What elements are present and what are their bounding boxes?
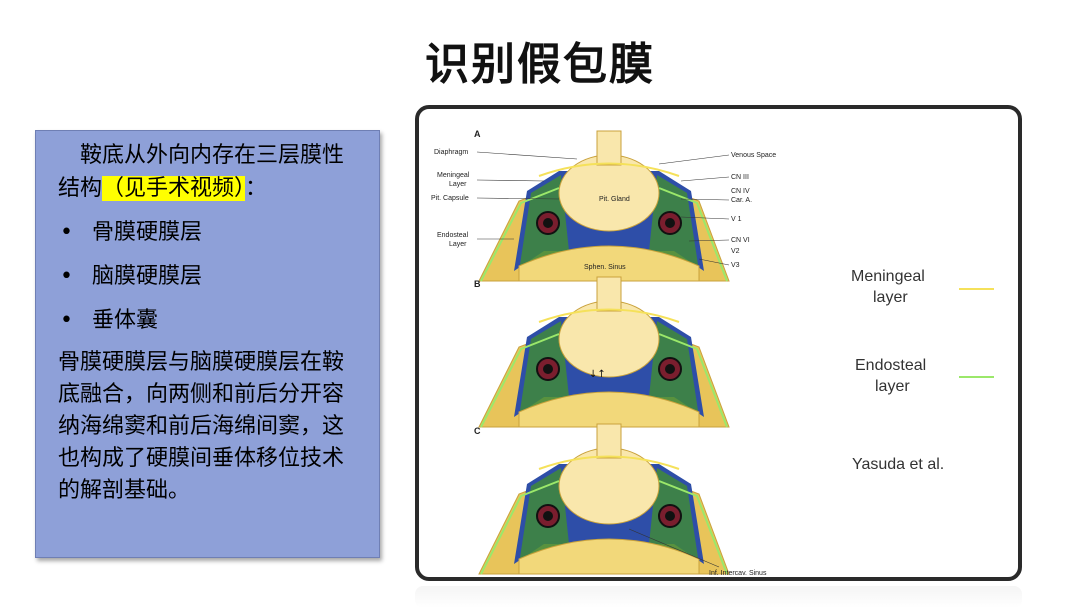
label-pit-capsule: Pit. Capsule [431, 195, 469, 202]
sinus-label: Sphen. Sinus [584, 264, 626, 271]
legend-meningeal-1: Meningeal [851, 268, 925, 285]
anatomy-diagram: A Pit. Gland Sphen. Sinus Diaphragm Meni… [431, 129, 994, 577]
layer-list: 骨膜硬膜层 脑膜硬膜层 垂体囊 [58, 211, 365, 343]
legend-meningeal-2: layer [873, 289, 908, 306]
legend-endosteal-2: layer [875, 378, 910, 395]
label-v2: V2 [731, 248, 740, 255]
label-cn-iv: CN IV [731, 188, 750, 195]
legend-endosteal-1: Endosteal [855, 357, 926, 374]
anatomy-figure: A Pit. Gland Sphen. Sinus Diaphragm Meni… [415, 105, 1022, 581]
label-meningeal: Meningeal [437, 172, 470, 179]
label-endosteal: Endosteal [437, 232, 469, 239]
panel-letter-b: B [474, 279, 481, 289]
list-item: 骨膜硬膜层 [58, 211, 365, 255]
label-diaphragm: Diaphragm [434, 149, 468, 156]
label-layer: Layer [449, 181, 467, 188]
section-c [478, 423, 730, 575]
section-a [478, 130, 730, 282]
citation: Yasuda et al. [852, 456, 944, 473]
frame-reflection [415, 586, 1022, 608]
body-paragraph: 骨膜硬膜层与脑膜硬膜层在鞍底融合，向两侧和前后分开容纳海绵窦和前后海绵间窦，这也… [58, 350, 345, 503]
panel-letter-a: A [474, 129, 481, 139]
right-leader-lines [658, 154, 730, 266]
text-box: 鞍底从外向内存在三层膜性结构（见手术视频）： 骨膜硬膜层 脑膜硬膜层 垂体囊 骨… [35, 130, 380, 558]
intro-text: 鞍底从外向内存在三层膜性结构 [58, 143, 345, 201]
list-item: 垂体囊 [58, 299, 365, 343]
label-venous-space: Venous Space [731, 152, 776, 159]
label-v3: V3 [731, 262, 740, 269]
label-intercav-sinus: Inf. Intercav. Sinus [709, 570, 767, 577]
slide-title: 识别假包膜 [425, 39, 655, 90]
label-v1: V 1 [731, 216, 742, 223]
label-layer-2: Layer [449, 241, 467, 248]
highlighted-note: （见手术视频） [102, 176, 246, 201]
intro-colon: ： [245, 176, 268, 201]
section-b [478, 276, 730, 428]
label-cn-iii: CN III [731, 174, 749, 181]
list-item: 脑膜硬膜层 [58, 255, 365, 299]
panel-letter-c: C [474, 426, 481, 436]
intro-paragraph: 鞍底从外向内存在三层膜性结构（见手术视频）： [58, 139, 365, 205]
left-leader-lines [476, 151, 578, 240]
gland-label: Pit. Gland [599, 196, 630, 203]
arrows-icon: ↓↑ [589, 369, 606, 380]
label-car-a: Car. A. [731, 197, 752, 204]
label-cn-vi: CN VI [731, 237, 750, 244]
